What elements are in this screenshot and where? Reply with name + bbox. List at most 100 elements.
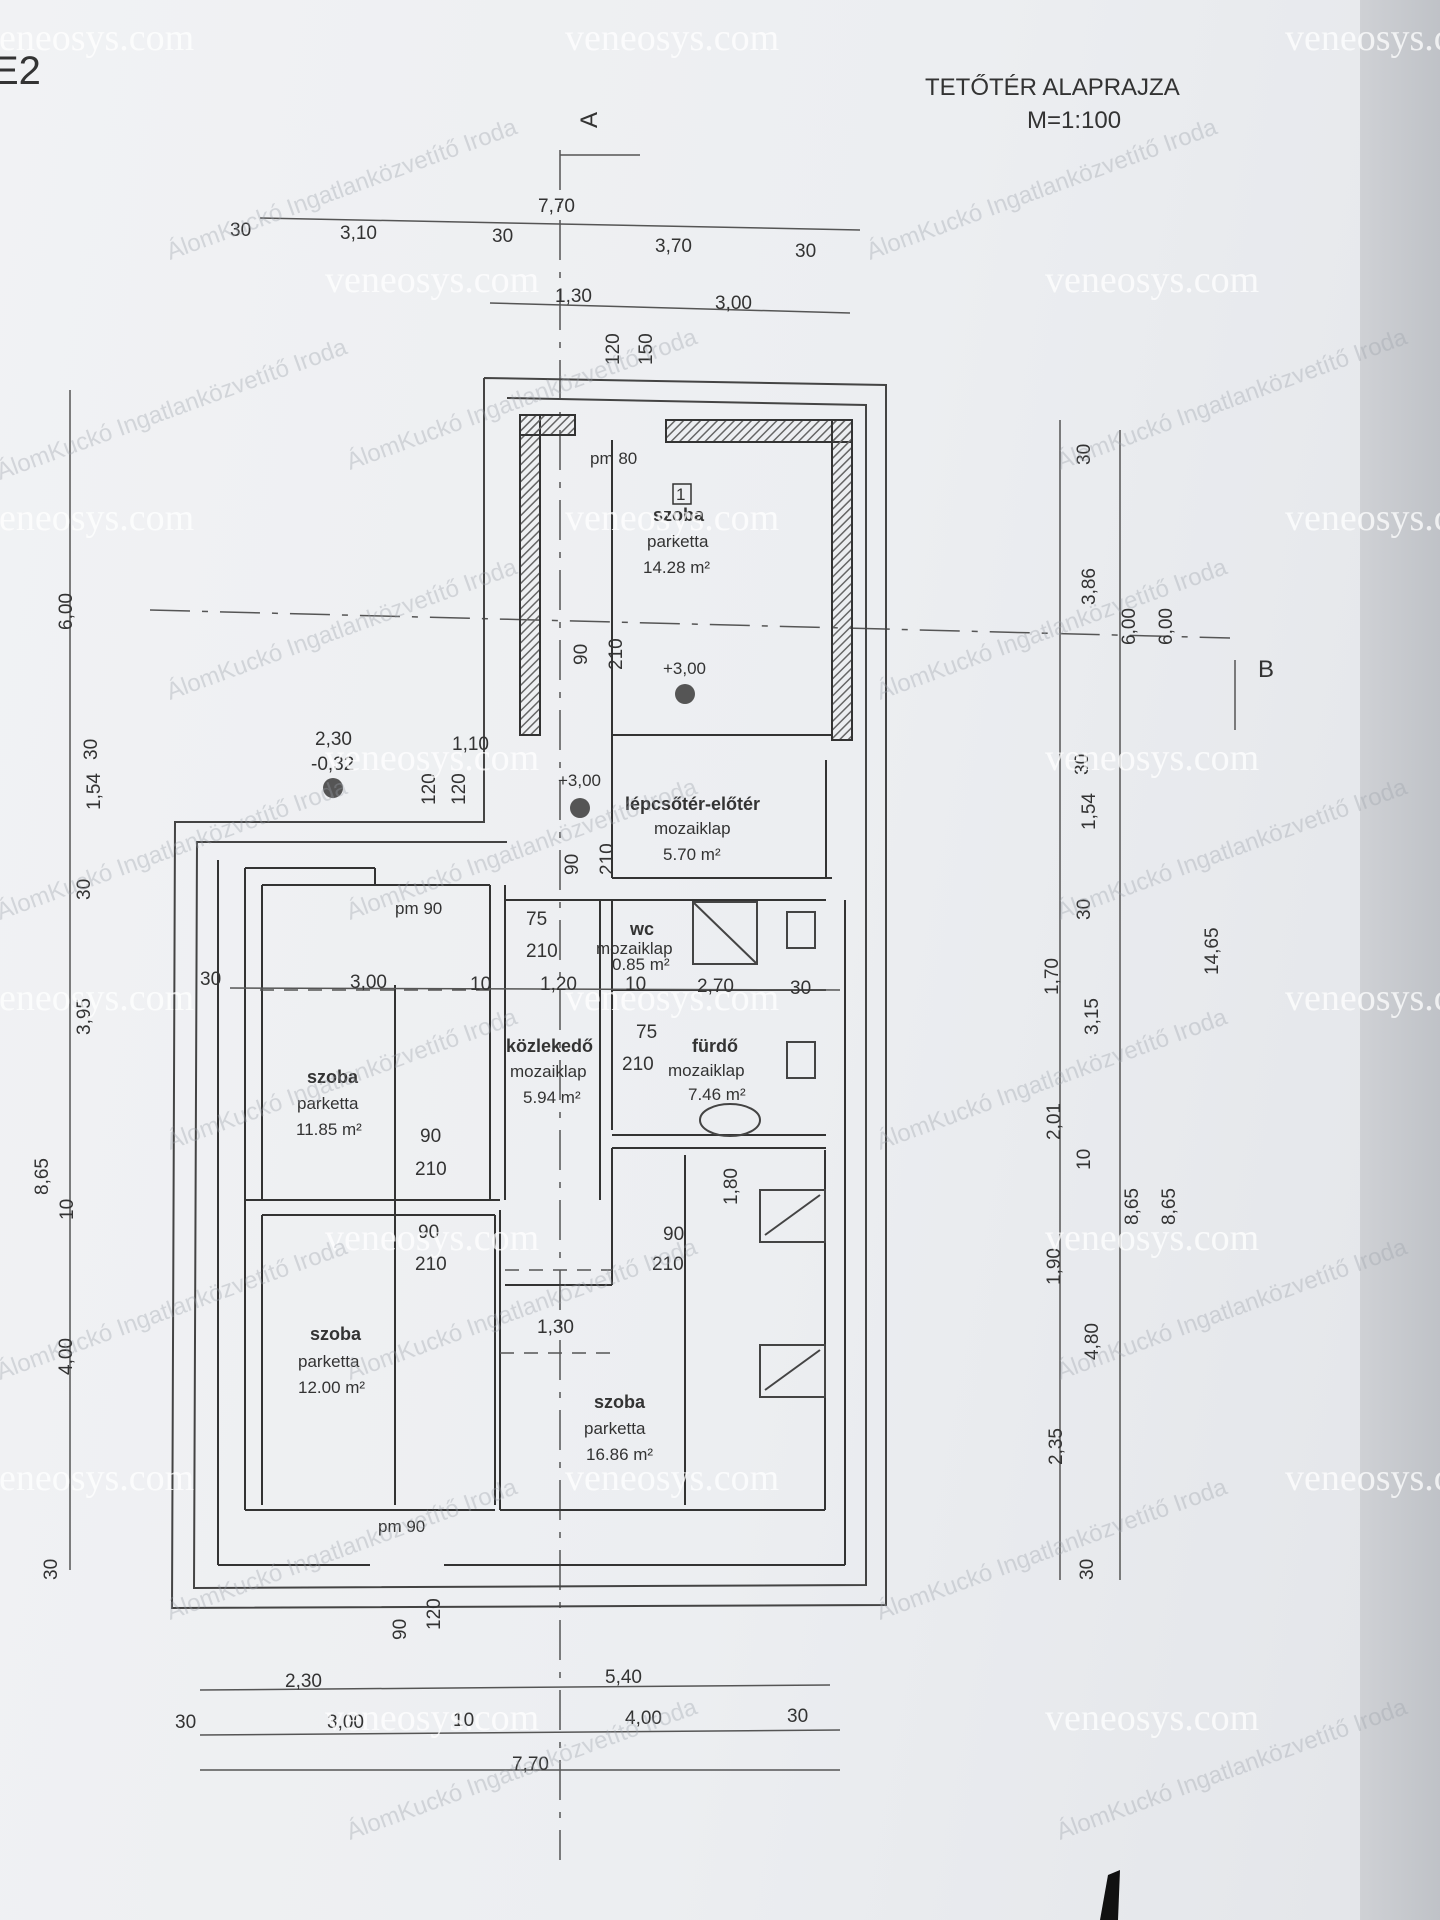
wm-agency-3: ÁlomKuckó Ingatlanközvetítő Iroda	[0, 333, 351, 485]
inner-d1: 30	[200, 969, 221, 990]
room-1-name: szoba	[653, 505, 705, 525]
room-7-window: pm 90	[378, 1517, 425, 1536]
inner-d7: 30	[790, 978, 811, 999]
bottom-total: 7,70	[512, 1754, 549, 1775]
door-1-w: 90	[571, 644, 592, 665]
bottom-v1: 90	[390, 1619, 411, 1640]
outside-level-value: -0,32	[311, 754, 354, 775]
wm-1: veneosys.com	[0, 17, 194, 59]
left-d3: 1,54	[84, 773, 105, 810]
room-7-name: szoba	[310, 1324, 362, 1344]
door-3-h: 210	[597, 843, 618, 875]
inner-d3: 10	[470, 974, 491, 995]
right-d2: 3,86	[1079, 568, 1100, 605]
door-9: 1,80	[721, 1168, 742, 1205]
wm-8: veneosys.com	[1285, 497, 1440, 539]
wm-10: veneosys.com	[1045, 737, 1259, 779]
wm-15: veneosys.com	[1045, 1217, 1259, 1259]
right-d7: 30	[1074, 899, 1095, 920]
wm-agency-5: ÁlomKuckó Ingatlanközvetítő Iroda	[1053, 323, 1411, 475]
room-2-area: 5.70 m²	[663, 845, 721, 864]
door-5-w: 75	[636, 1022, 657, 1043]
right-d8: 1,70	[1042, 958, 1063, 995]
room-3-floor: mozaiklap	[596, 939, 673, 958]
left-d8: 4,00	[56, 1338, 77, 1375]
sheet-label: E2	[0, 49, 41, 93]
wm-agency-16: ÁlomKuckó Ingatlanközvetítő Iroda	[163, 1473, 521, 1625]
top-total: 7,70	[538, 196, 575, 217]
wm-agency-17: ÁlomKuckó Ingatlanközvetítő Iroda	[873, 1473, 1231, 1625]
door-3-w: 90	[562, 854, 583, 875]
inner-d2: 3,00	[350, 972, 387, 993]
wm-7: veneosys.com	[565, 497, 779, 539]
room-2: +3,00 lépcsőtér-előtér mozaiklap 5.70 m²	[558, 771, 760, 864]
right-d12: 10	[1074, 1149, 1095, 1170]
bottom-v2: 120	[424, 1598, 445, 1630]
bottom-dimensions	[199, 1684, 841, 1771]
right-d10: 14,65	[1202, 927, 1223, 975]
top-d5: 30	[795, 241, 816, 262]
left-d2: 30	[81, 739, 102, 760]
room-3-name: wc	[629, 919, 654, 939]
wm-6: veneosys.com	[0, 497, 194, 539]
outer-outline	[170, 377, 887, 1610]
left-d4: 30	[74, 879, 95, 900]
room-6-floor: parketta	[297, 1094, 359, 1113]
right-d13: 8,65	[1122, 1188, 1143, 1225]
door-4-h: 210	[526, 941, 558, 962]
top-r3-b: 3,00	[715, 293, 752, 314]
wm-4: veneosys.com	[325, 259, 539, 301]
door-5-h: 210	[622, 1054, 654, 1075]
room-6-name: szoba	[307, 1067, 359, 1087]
door-1-h: 210	[606, 638, 627, 670]
room-1: pm 80 1 szoba parketta 14.28 m² +3,00	[590, 449, 710, 678]
left-d5: 3,95	[74, 998, 95, 1035]
room-2-level: +3,00	[558, 771, 601, 790]
wm-13: veneosys.com	[1285, 977, 1440, 1019]
top-d3: 30	[492, 226, 513, 247]
wm-11: veneosys.com	[0, 977, 194, 1019]
section-mark-a: A	[576, 112, 603, 128]
right-d15: 1,90	[1044, 1248, 1065, 1285]
watermarks-site: veneosys.com veneosys.com veneosys.com v…	[0, 17, 1440, 1739]
right-d18: 30	[1077, 1559, 1098, 1580]
door-7-w: 90	[418, 1222, 439, 1243]
bottom-d7: 30	[787, 1706, 808, 1727]
wm-12: veneosys.com	[565, 977, 779, 1019]
outside-gap: 1,10	[452, 734, 489, 755]
right-d9: 3,15	[1082, 998, 1103, 1035]
wm-17: veneosys.com	[565, 1457, 779, 1499]
bottom-d5: 10	[453, 1710, 474, 1731]
left-d6: 8,65	[32, 1158, 53, 1195]
right-d11: 2,01	[1044, 1103, 1065, 1140]
room-6-area: 11.85 m²	[296, 1120, 362, 1139]
top-v2: 150	[636, 333, 657, 365]
room-5: fürdő mozaiklap 7.46 m²	[668, 1036, 746, 1104]
wm-9: veneosys.com	[325, 737, 539, 779]
room-4: közlekedő mozaiklap 5.94 m²	[506, 1036, 593, 1107]
right-dimensions	[1059, 420, 1121, 1580]
room-7-area: 12.00 m²	[298, 1378, 365, 1397]
top-d1: 30	[230, 220, 251, 241]
wm-agency-6: ÁlomKuckó Ingatlanközvetítő Iroda	[163, 553, 521, 705]
plan-scale: M=1:100	[1027, 107, 1121, 134]
wm-18: veneosys.com	[1285, 1457, 1440, 1499]
top-v1: 120	[603, 333, 624, 365]
room-8-area: 16.86 m²	[586, 1445, 653, 1464]
left-d7: 10	[57, 1199, 78, 1220]
outside-width: 2,30	[315, 729, 352, 750]
corner-mark	[1100, 1870, 1120, 1920]
door-10: 1,30	[537, 1317, 574, 1338]
bottom-d6: 4,00	[625, 1708, 662, 1729]
inner-d5: 10	[625, 974, 646, 995]
right-d16: 4,80	[1082, 1323, 1103, 1360]
level-markers	[323, 684, 695, 818]
outside-level: 2,30 -0,32 1,10	[311, 729, 489, 775]
wm-agency-9: ÁlomKuckó Ingatlanközvetítő Iroda	[343, 773, 701, 925]
room-1-floor: parketta	[647, 532, 709, 551]
section-mark-b: B	[1258, 656, 1274, 683]
left-d1: 6,00	[56, 593, 77, 630]
inner-dimensions	[229, 987, 841, 991]
